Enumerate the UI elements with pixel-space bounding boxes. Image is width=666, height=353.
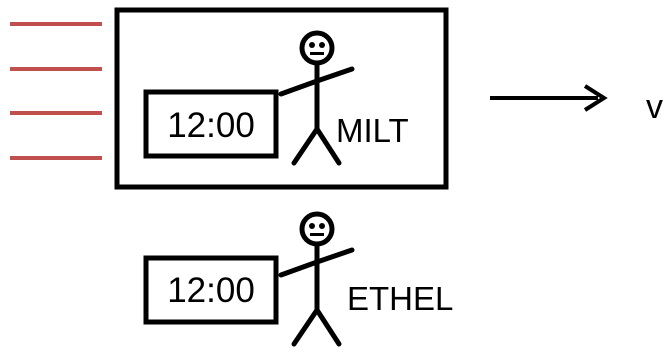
top-person-name: MILT: [336, 112, 409, 149]
right-arrow-icon: [490, 84, 608, 112]
bottom-clock-text: 12:00: [167, 271, 255, 310]
top-clock-text: 12:00: [167, 106, 255, 145]
top-panel-frame: [114, 7, 449, 190]
signal-lines: [10, 22, 102, 160]
person-icon: [281, 214, 352, 344]
bottom-person-name: ETHEL: [347, 280, 453, 317]
top-clock-box: [143, 89, 279, 159]
bottom-clock-box: [143, 255, 279, 325]
result-text: v: [646, 88, 663, 126]
